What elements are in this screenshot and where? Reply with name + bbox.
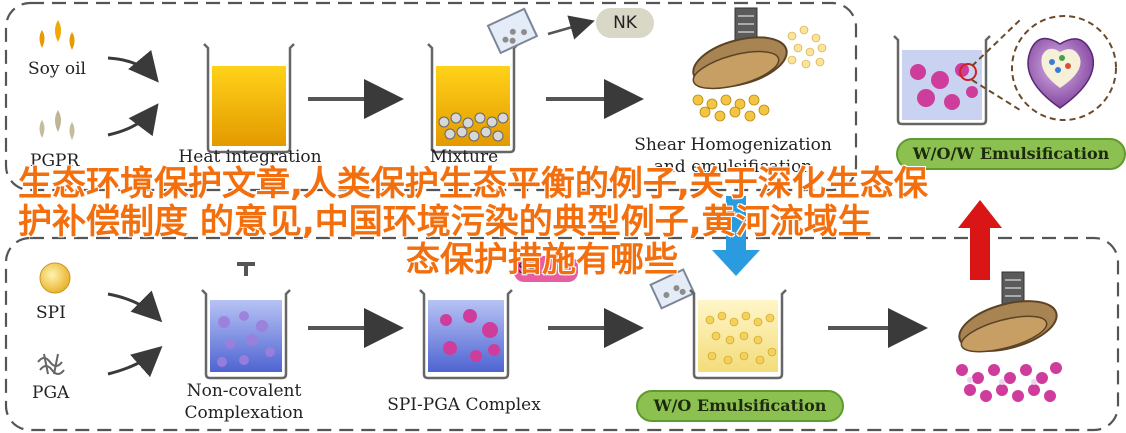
homogenization-label-line2: and emulsification (653, 157, 813, 177)
zoomed-capsule-illustration (1011, 15, 1117, 121)
mixture-beaker (427, 43, 519, 154)
overlay-text-line3: 态保护措施有哪些 (406, 240, 678, 280)
spi-label: SPI (36, 303, 66, 323)
wow-emulsion-beaker (893, 35, 991, 126)
homogenization-label-line1: Shear Homogenization (634, 135, 832, 155)
soy-oil-drops-icon (39, 20, 75, 50)
soy-oil-arrow (107, 49, 159, 83)
non-covalent-label-line2: Complexation (184, 403, 304, 423)
wow-emulsification-pill: W/O/W Emulsification (896, 138, 1126, 170)
pgpr-arrow (107, 103, 159, 137)
overlay-text-line1: 生态环境保护文章,人类保护生态平衡的例子,关于深化生态保 (18, 164, 928, 204)
bottom-dashed-panel (4, 236, 1120, 432)
pga-strands-icon (37, 353, 65, 375)
nk-tilted-beaker (486, 7, 539, 55)
pgpr-drops-icon (39, 110, 75, 140)
non-covalent-beaker (201, 289, 291, 380)
heat-integration-beaker (203, 43, 295, 154)
wo-emulsification-pill: W/O Emulsification (636, 390, 844, 422)
stirrer-icon (237, 262, 255, 276)
nk-badge: NK (596, 8, 654, 38)
pga-label: PGA (32, 383, 70, 403)
shear-homogenizer-top (692, 7, 827, 122)
top-dashed-panel (4, 1, 858, 192)
heat-integration-label: Heat integration (178, 147, 322, 167)
overlay-text-line2: 护补偿制度 的意见,中国环境污染的典型例子,黄河流域生 (18, 202, 872, 242)
tilted-beaker-bottom (649, 268, 696, 310)
spi-pga-complex-label: SPI-PGA Complex (387, 395, 541, 415)
non-covalent-label-line1: Non-covalent (186, 381, 302, 401)
pga-arrow (107, 346, 163, 378)
spi-sphere-icon (39, 262, 71, 294)
shear-homogenizer-bottom (956, 271, 1062, 402)
red-up-arrow (958, 200, 1002, 280)
nk-arrow (547, 15, 595, 40)
spi-pga-complex-beaker (419, 289, 513, 380)
spi-arrow (107, 290, 163, 323)
zoom-dashed-lines (971, 19, 1021, 111)
wo-emulsion-beaker (689, 289, 787, 380)
sp-tag-shape (514, 256, 578, 282)
sp-tag-label: SP (518, 261, 538, 277)
pgpr-label: PGPR (30, 151, 80, 171)
soy-oil-label: Soy oil (28, 59, 86, 79)
blue-down-arrow (712, 196, 760, 276)
mixture-label: Mixture (429, 147, 499, 167)
